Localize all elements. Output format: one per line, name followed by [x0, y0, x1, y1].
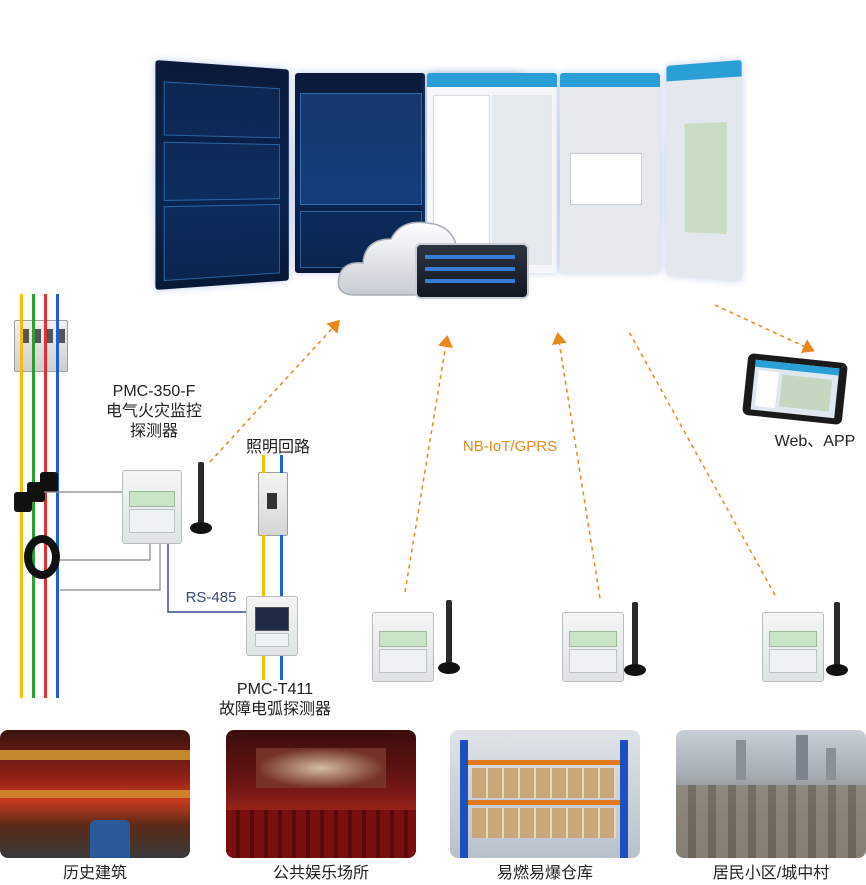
arc-detector-device: [246, 596, 298, 656]
rs485-line: [167, 535, 248, 613]
iot-node-3-antenna-base: [826, 664, 848, 676]
monitor-name-line1: 电气火灾监控: [105, 403, 202, 420]
scene-residential: [676, 730, 866, 858]
monitor-model-label: PMC-350-F: [112, 383, 196, 400]
lighting-circuit-label: 照明回路: [245, 439, 310, 456]
arc-model-label: PMC-T411: [236, 681, 314, 698]
iot-node-1-antenna-base: [438, 662, 460, 674]
current-transformer-small-3: [40, 472, 58, 492]
monitor-name-line2: 探测器: [129, 423, 178, 440]
lighting-wire-blue: [280, 455, 283, 473]
arrow-node3-cloud: [627, 329, 776, 596]
iot-node-3: [762, 612, 824, 682]
scene-historic-caption: 历史建筑: [62, 865, 127, 882]
circuit-breaker: [14, 320, 68, 372]
rs485-label: RS-485: [185, 589, 237, 606]
lighting-wire-yellow: [262, 455, 265, 473]
monitor-device: [122, 470, 182, 544]
dashboard-wall: [105, 55, 755, 299]
protocol-label: NB-IoT/GPRS: [462, 438, 558, 455]
arrow-node1-cloud: [404, 335, 453, 593]
client-label: Web、APP: [774, 433, 856, 450]
scene-entertainment-caption: 公共娱乐场所: [272, 865, 369, 882]
monitor-antenna-base: [190, 522, 212, 534]
iot-node-2-antenna: [632, 602, 638, 666]
arrow-cloud-tablet: [714, 304, 815, 354]
wire-red: [44, 294, 47, 698]
scene-historic-building: [0, 730, 190, 858]
iot-node-1: [372, 612, 434, 682]
iot-node-3-antenna: [834, 602, 840, 666]
iot-node-1-antenna: [446, 600, 452, 664]
scene-residential-caption: 居民小区/城中村: [712, 865, 830, 882]
wire-blue: [56, 294, 59, 698]
residual-current-transformer: [24, 535, 60, 579]
monitor-antenna: [198, 462, 204, 524]
arc-name-label: 故障电弧探测器: [218, 701, 331, 718]
scene-warehouse: [450, 730, 640, 858]
server-icon: [415, 243, 529, 299]
map-screen-center: [560, 73, 660, 273]
iot-node-2-antenna-base: [624, 664, 646, 676]
scene-warehouse-caption: 易燃易爆仓库: [496, 865, 593, 882]
lighting-breaker: [258, 472, 288, 536]
scene-entertainment-venue: [226, 730, 416, 858]
iot-node-2: [562, 612, 624, 682]
